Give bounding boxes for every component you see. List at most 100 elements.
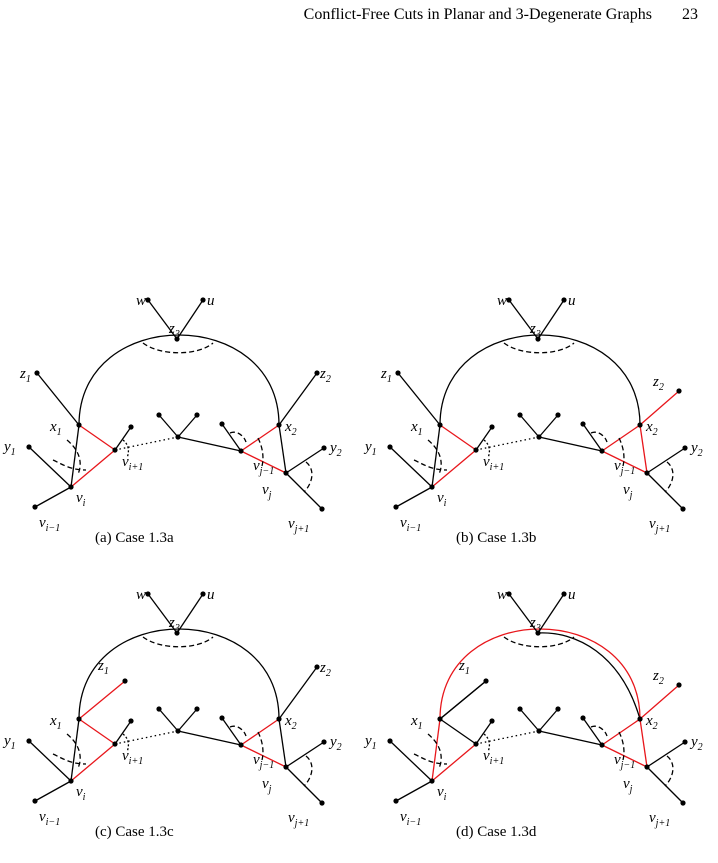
angle-dashed-vi bbox=[413, 459, 448, 471]
edge-vjm1-top bbox=[582, 717, 603, 746]
label-y2: y2 bbox=[328, 440, 342, 459]
label-w: w bbox=[136, 293, 146, 309]
dotted-path bbox=[475, 730, 540, 745]
vertex-vjp1 bbox=[319, 800, 325, 806]
edge-vip1-top bbox=[114, 426, 132, 451]
label-vip1: vi+1 bbox=[122, 454, 143, 473]
vertex-w bbox=[506, 591, 512, 597]
label-vj: vj bbox=[262, 482, 272, 501]
vertex-v1t bbox=[128, 718, 134, 724]
vertex-vjp1 bbox=[680, 800, 686, 806]
vertex-vim1 bbox=[32, 504, 38, 510]
vertex-x2 bbox=[637, 716, 643, 722]
vertex-vj bbox=[644, 764, 650, 770]
angle-dashed-vip1 bbox=[483, 733, 491, 753]
label-z2: z2 bbox=[652, 374, 664, 393]
vertex-x1 bbox=[437, 716, 443, 722]
vertex-vip1 bbox=[473, 447, 479, 453]
label-z3: z3 bbox=[529, 615, 541, 634]
edge-vi-vip1 bbox=[70, 449, 116, 488]
label-y2: y2 bbox=[689, 734, 703, 753]
running-header: Conflict-Free Cuts in Planar and 3-Degen… bbox=[0, 6, 718, 30]
edge-mid-vjm1 bbox=[538, 730, 603, 746]
edge-vjm1-x2 bbox=[240, 424, 280, 452]
vertex-x2 bbox=[637, 422, 643, 428]
angle-dashed-vj bbox=[664, 755, 674, 787]
label-vip1: vi+1 bbox=[483, 454, 504, 473]
vertex-vi bbox=[68, 778, 74, 784]
vertex-x1 bbox=[76, 716, 82, 722]
label-vjp1: vj+1 bbox=[649, 810, 670, 829]
vertex-z1 bbox=[395, 370, 401, 376]
label-y1: y1 bbox=[363, 733, 377, 752]
vertex-vmid bbox=[175, 434, 181, 440]
angle-dashed-x2 bbox=[618, 731, 625, 761]
label-vj: vj bbox=[623, 776, 633, 795]
vertex-w bbox=[145, 591, 151, 597]
vertex-vip1 bbox=[473, 741, 479, 747]
edge-x1-vip1 bbox=[78, 424, 116, 451]
label-vjm1: vj−1 bbox=[614, 752, 635, 771]
vertex-z1 bbox=[34, 370, 40, 376]
vertex-w bbox=[506, 297, 512, 303]
edge-x1-vi bbox=[70, 718, 80, 782]
edge-vi-y1 bbox=[389, 446, 433, 488]
vertex-vmid bbox=[536, 728, 542, 734]
vertex-vjm1 bbox=[238, 448, 244, 454]
vertex-vjp1 bbox=[319, 506, 325, 512]
angle-dashed-vj bbox=[303, 461, 313, 493]
edge-x2-z2 bbox=[639, 390, 680, 426]
label-vi: vi bbox=[437, 784, 447, 803]
label-x1: x1 bbox=[410, 419, 423, 438]
vertex-y2 bbox=[321, 445, 327, 451]
edge-vjm1-x2 bbox=[601, 424, 641, 452]
label-u: u bbox=[207, 293, 215, 309]
edge-x1-vip1 bbox=[439, 718, 477, 745]
vertex-vip1 bbox=[112, 447, 118, 453]
angle-dashed-vjm1 bbox=[590, 725, 608, 737]
edge-vi-y1 bbox=[28, 446, 72, 488]
vertex-v1t bbox=[489, 424, 495, 430]
vertex-vi bbox=[68, 484, 74, 490]
edge-z3-u bbox=[176, 299, 204, 340]
vertex-y1 bbox=[26, 444, 32, 450]
edge-mid-right bbox=[538, 414, 559, 438]
angle-dashed-x2 bbox=[618, 437, 625, 467]
edge-vjm1-x2 bbox=[240, 718, 280, 746]
vertex-z2 bbox=[314, 664, 320, 670]
label-u: u bbox=[568, 587, 576, 603]
edge-x1-z1 bbox=[397, 372, 441, 426]
vertex-v1a bbox=[156, 412, 162, 418]
figure-caption: (d) Case 1.3d bbox=[456, 824, 537, 840]
edge-vi-vip1 bbox=[70, 743, 116, 782]
angle-dashed-x2 bbox=[257, 437, 264, 467]
label-vjm1: vj−1 bbox=[253, 458, 274, 477]
label-vim1: vi−1 bbox=[400, 515, 421, 534]
vertex-vj bbox=[283, 764, 289, 770]
edge-z3-u bbox=[537, 299, 565, 340]
edge-x1-vip1 bbox=[78, 718, 116, 745]
edge-mid-right bbox=[177, 708, 198, 732]
vertex-vip1 bbox=[112, 741, 118, 747]
label-vip1: vi+1 bbox=[483, 748, 504, 767]
vertex-vim1 bbox=[393, 798, 399, 804]
vertex-v2a bbox=[194, 412, 200, 418]
vertex-vjm1 bbox=[599, 742, 605, 748]
label-u: u bbox=[207, 587, 215, 603]
vertex-z2 bbox=[676, 388, 682, 394]
label-vj: vj bbox=[623, 482, 633, 501]
label-vjm1: vj−1 bbox=[253, 752, 274, 771]
angle-dashed-z3 bbox=[503, 636, 575, 648]
angle-dashed-vjm1 bbox=[229, 725, 247, 737]
vertex-u bbox=[561, 591, 567, 597]
label-x1: x1 bbox=[410, 713, 423, 732]
vertex-v1t bbox=[489, 718, 495, 724]
edge-vj-y2 bbox=[285, 447, 325, 474]
label-z1: z1 bbox=[97, 658, 109, 677]
edge-z3-w bbox=[508, 299, 539, 340]
edge-vjm1-top bbox=[221, 423, 242, 452]
edge-vip1-top bbox=[475, 426, 493, 451]
edge-x2-z2 bbox=[278, 666, 318, 720]
